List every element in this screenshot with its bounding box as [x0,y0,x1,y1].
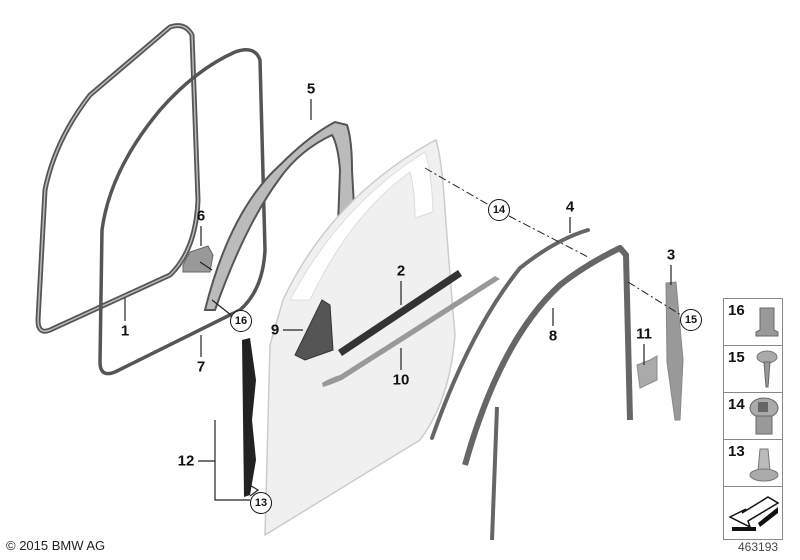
belt-seal-2 [338,270,462,356]
diagram-number: 463193 [738,540,779,554]
copyright-text: © 2015 BMW AG [6,538,106,553]
part-label: 10 [392,371,410,389]
circled-part-label: 16 [230,310,252,332]
legend-item-arrow [724,487,782,539]
pillar-trim-3 [665,281,684,421]
seal-12 [242,338,256,497]
part-label: 12 [177,452,195,470]
part-label: 9 [270,321,280,339]
part-label: 1 [120,322,130,340]
part-label: 4 [565,198,575,216]
legend-item-14: 14 [724,393,782,440]
circled-part-label: 13 [250,492,272,514]
window-channel-8 [462,245,633,466]
door-seal-7 [98,48,267,376]
circled-part-label: 15 [680,309,702,331]
legend-item-13: 13 [724,440,782,487]
part-label: 6 [196,207,206,225]
seal-4 [430,228,590,440]
bracket-11 [636,355,658,389]
screw-icon [756,350,778,388]
part-label: 5 [306,80,316,98]
part-label: 2 [396,262,406,280]
fastener-legend: 16 15 14 13 [723,298,783,540]
legend-item-15: 15 [724,346,782,393]
legend-item-16: 16 [724,299,782,346]
trim-strip-10 [322,276,500,387]
expanding-nut-icon [749,397,779,435]
direction-arrow-icon [728,496,780,531]
clip-nut-icon [755,307,779,337]
triangle-cover-9 [294,299,334,361]
part-label: 7 [196,358,206,376]
part-label: 8 [548,327,558,345]
push-rivet-icon [749,448,779,482]
part-label: 3 [666,246,676,264]
part-label: 11 [636,325,652,343]
circled-part-label: 14 [488,199,510,221]
